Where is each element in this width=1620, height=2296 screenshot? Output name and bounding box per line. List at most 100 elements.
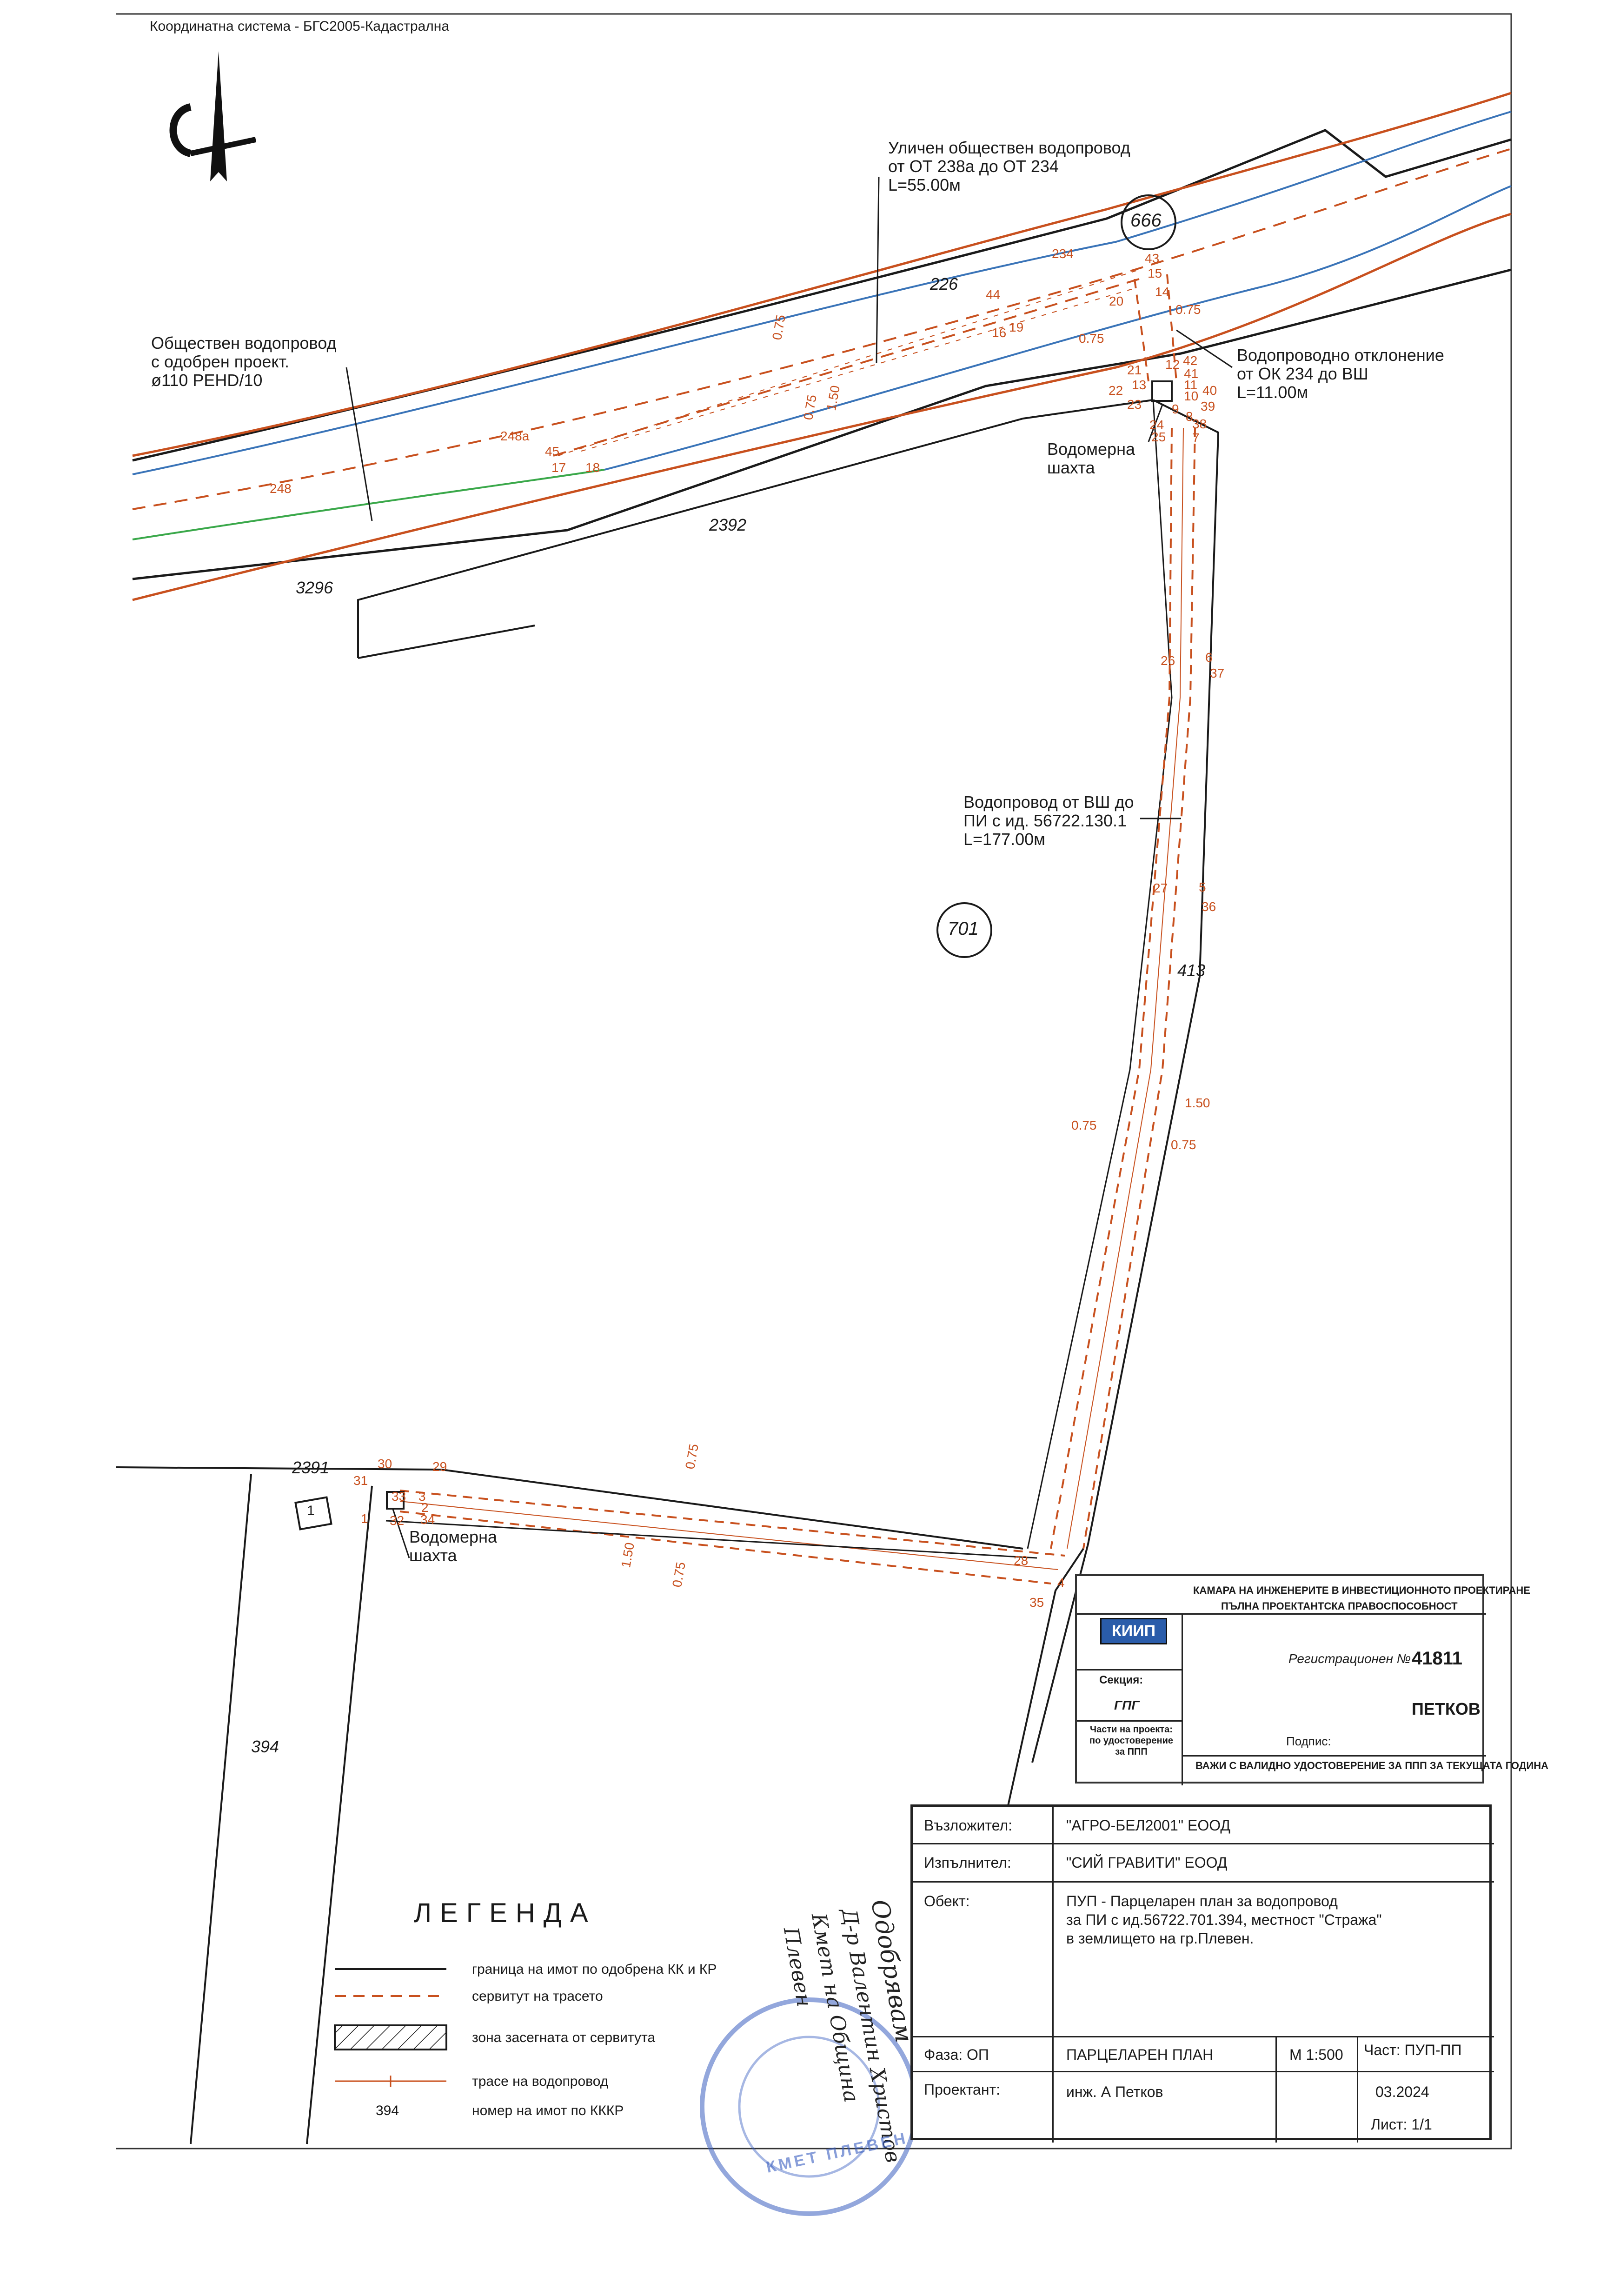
callout-line: Водомерна	[1047, 439, 1135, 459]
point-label-p37: 37	[1210, 666, 1225, 680]
red-line-south	[132, 213, 1512, 601]
point-label-p44: 44	[986, 287, 1001, 302]
approval-handwriting: Одобрявам Д-р Валентин Христов Кмет на О…	[697, 1897, 949, 2176]
designer-label: Проектант:	[924, 2081, 1001, 2098]
point-label-p14: 14	[1155, 285, 1170, 299]
callout-line: ПИ с ид. 56722.130.1	[963, 811, 1127, 830]
property-number-2391: 2391	[292, 1458, 330, 1477]
legend-sample-zone	[334, 2024, 447, 2050]
dimension-label-d5: 0.75	[1175, 302, 1201, 317]
point-label-p20: 20	[1109, 294, 1124, 308]
street-boundary-north	[132, 129, 1512, 462]
point-label-p18: 18	[585, 460, 600, 475]
point-label-p234: 234	[1052, 246, 1074, 261]
point-label-p248a: 248а	[500, 429, 530, 443]
south-pipe-centre	[399, 1501, 1058, 1570]
callout-line: от ОТ 238а до ОТ 234	[888, 157, 1059, 176]
client-value: "АГРО-БЕЛ2001" ЕООД	[1066, 1817, 1231, 1834]
property-number-394: 394	[251, 1737, 279, 1756]
contractor-label: Изпълнител:	[924, 1854, 1011, 1871]
stamp-section: ГПГ	[1114, 1698, 1140, 1712]
point-label-p36: 36	[1202, 899, 1216, 914]
stamp-sign-label: Подпис:	[1286, 1734, 1331, 1748]
point-label-p38: 38	[1192, 417, 1207, 431]
red-line-north	[132, 92, 1512, 457]
stamp-capacity: ПЪЛНА ПРОЕКТАНТСКА ПРАВОСПОСОБНОСТ	[1221, 1600, 1458, 1612]
callout-line: Водомерна	[409, 1527, 497, 1546]
callout-line: шахта	[409, 1546, 457, 1565]
south-pipe-corridor-south	[399, 1511, 1051, 1584]
stamp-reg-label: Регистрационен №	[1288, 1651, 1411, 1666]
south-pipe-corridor-north	[399, 1490, 1065, 1557]
point-label-p25: 25	[1151, 430, 1166, 444]
callout-deviation: Водопроводно отклонение от ОК 234 до ВШ …	[1237, 346, 1444, 402]
point-label-p32: 32	[390, 1513, 405, 1528]
parcel-3296-boundary	[358, 625, 535, 659]
point-label-p7: 7	[1192, 431, 1200, 445]
parcel-circle-701	[936, 902, 992, 958]
plan-type: ПАРЦЕЛАРЕН ПЛАН	[1066, 2046, 1214, 2063]
callout-line: от ОК 234 до ВШ	[1237, 364, 1368, 383]
title-block: Възложител: "АГРО-БЕЛ2001" ЕООД Изпълнит…	[910, 1804, 1494, 2143]
point-label-p2: 2	[421, 1500, 429, 1515]
servitude-deviation	[1134, 274, 1177, 382]
point-label-p3: 3	[418, 1489, 426, 1504]
callout-public-pipe: Обществен водопровод с одобрен проект. ø…	[151, 334, 336, 390]
dimension-label-d6: 1.50	[1185, 1096, 1210, 1110]
client-label: Възложител:	[924, 1817, 1012, 1834]
leader-meter-bottom	[392, 1509, 410, 1558]
point-label-p30: 30	[378, 1457, 392, 1471]
sheet-number: Лист: 1/1	[1371, 2116, 1432, 2133]
street-boundary-south	[132, 268, 1512, 580]
point-label-p34: 34	[420, 1512, 435, 1527]
callout-meter-shaft-top: Водомерна шахта	[1047, 440, 1135, 477]
kiip-stamp: КАМАРА НА ИНЖЕНЕРИТЕ В ИНВЕСТИЦИОННОТО П…	[1075, 1574, 1548, 1785]
callout-line: L=55.00м	[888, 175, 961, 194]
legend-sample-number: 394	[376, 2103, 399, 2118]
main-pipe-corridor-east	[1082, 427, 1196, 1549]
dimension-label-d8: 0.75	[1171, 1138, 1196, 1152]
callout-line: Водопровод от ВШ до	[963, 792, 1134, 812]
servitude-street-lower	[553, 278, 1140, 457]
callout-line: L=11.00м	[1237, 383, 1308, 402]
pipe-blue-north	[132, 111, 1512, 475]
point-label-p15: 15	[1148, 266, 1162, 280]
legend-item-servitude: сервитут на трасето	[472, 1989, 603, 2004]
point-label-p39: 39	[1201, 399, 1215, 413]
main-pipe-centre	[1067, 427, 1184, 1549]
legend-item-number: номер на имот по КККР	[472, 2103, 624, 2118]
object-line-1: ПУП - Парцеларен план за водопровод	[1066, 1893, 1338, 1910]
callout-line: L=177.00м	[963, 830, 1045, 849]
point-label-p41: 41	[1184, 366, 1199, 381]
point-label-p23: 23	[1127, 397, 1142, 412]
leader-deviation	[1176, 329, 1233, 368]
point-label-p33: 33	[392, 1489, 406, 1504]
point-label-p17: 17	[551, 460, 566, 475]
callout-meter-shaft-bottom: Водомерна шахта	[409, 1528, 497, 1565]
point-label-p1: 1	[361, 1511, 368, 1526]
point-label-p13: 13	[1132, 378, 1147, 392]
legend-title: ЛЕГЕНДА	[414, 1898, 597, 1928]
parcel-number-666: 666	[1130, 210, 1162, 231]
point-label-p9: 9	[1172, 402, 1179, 416]
main-pipe-corridor-west	[1050, 427, 1173, 1549]
stamp-validity: ВАЖИ С ВАЛИДНО УДОСТОВЕРЕНИЕ ЗА ППП ЗА Т…	[1195, 1760, 1548, 1771]
point-label-p21: 21	[1127, 363, 1142, 377]
callout-line: шахта	[1047, 458, 1095, 477]
point-label-p16: 16	[992, 326, 1007, 340]
point-label-p42: 42	[1183, 353, 1198, 368]
leader-street-pipe	[876, 176, 880, 363]
property-number-3296: 3296	[296, 578, 333, 597]
designer-value: инж. А Петков	[1066, 2083, 1163, 2100]
callout-line: с одобрен проект.	[151, 352, 290, 371]
point-label-p8: 8	[1186, 409, 1193, 424]
dimension-label-d7: 0.75	[1071, 1118, 1097, 1132]
callout-street-pipe: Уличен обществен водопровод от ОТ 238а д…	[888, 139, 1130, 194]
parcel-394-boundary	[190, 1474, 373, 2144]
legend-item-zone: зона засегната от сервитута	[472, 2030, 656, 2045]
point-label-p35: 35	[1029, 1595, 1044, 1610]
point-label-p248: 248	[270, 481, 292, 496]
point-label-p24: 24	[1149, 418, 1164, 432]
